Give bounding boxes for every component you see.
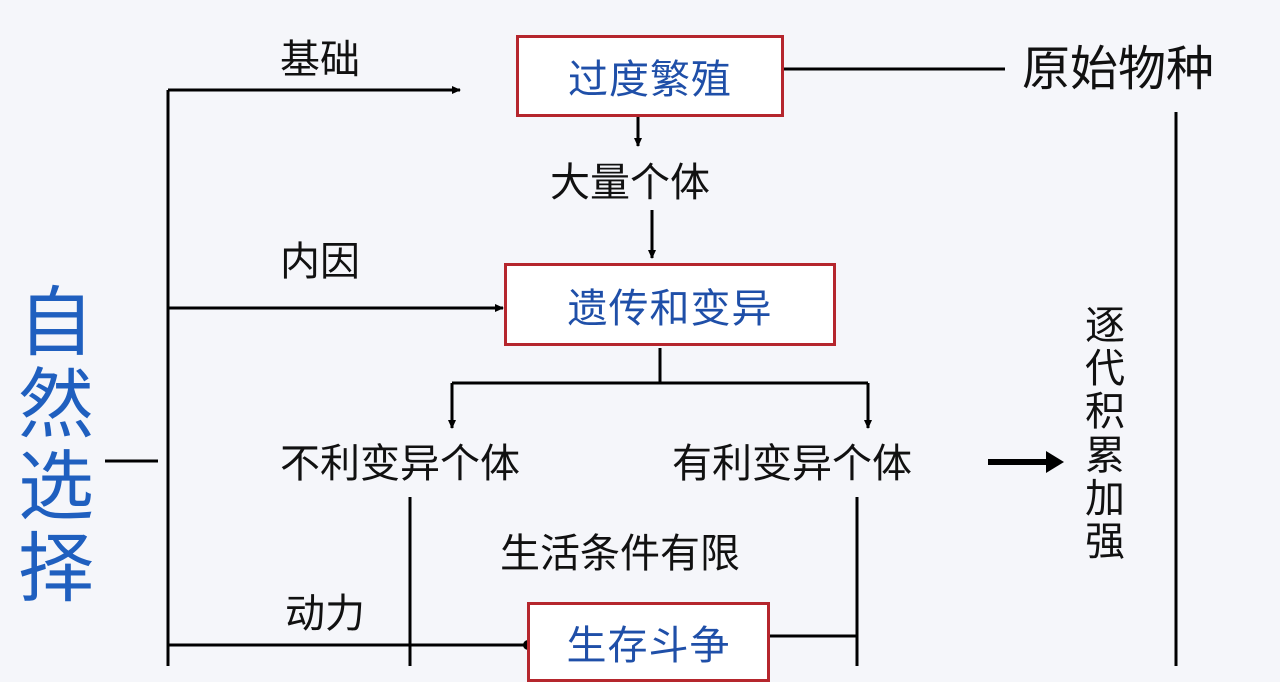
overbreeding-box: 过度繁殖 [516, 35, 784, 117]
accumulation-label: 逐 代 积 累 加 强 [1085, 303, 1125, 565]
accumulation-char: 逐 [1085, 303, 1125, 349]
struggle-box: 生存斗争 [527, 602, 770, 682]
original-species-label: 原始物种 [1022, 41, 1215, 97]
accumulation-char: 累 [1085, 432, 1125, 479]
natural-selection-title: 自 然 选 择 [18, 278, 94, 614]
title-char: 自 [18, 278, 94, 367]
accumulation-char: 强 [1085, 518, 1125, 565]
accumulation-char: 积 [1085, 389, 1125, 436]
limited-conditions-label: 生活条件有限 [500, 531, 740, 577]
driving-force-label: 动力 [285, 591, 365, 637]
accumulation-char: 加 [1085, 475, 1125, 522]
accumulation-char: 代 [1085, 346, 1125, 393]
title-char: 选 [18, 442, 94, 532]
many-individuals-label: 大量个体 [550, 160, 710, 206]
basis-label: 基础 [280, 37, 360, 83]
unfavorable-label: 不利变异个体 [280, 441, 520, 487]
internal-cause-label: 内因 [280, 239, 360, 285]
connector-lines [105, 67, 1178, 666]
heredity-variation-box: 遗传和变异 [504, 263, 836, 346]
accumulate-arrowhead [1046, 451, 1064, 473]
title-char: 然 [18, 360, 94, 450]
favorable-label: 有利变异个体 [672, 441, 912, 487]
title-char: 择 [18, 524, 94, 614]
